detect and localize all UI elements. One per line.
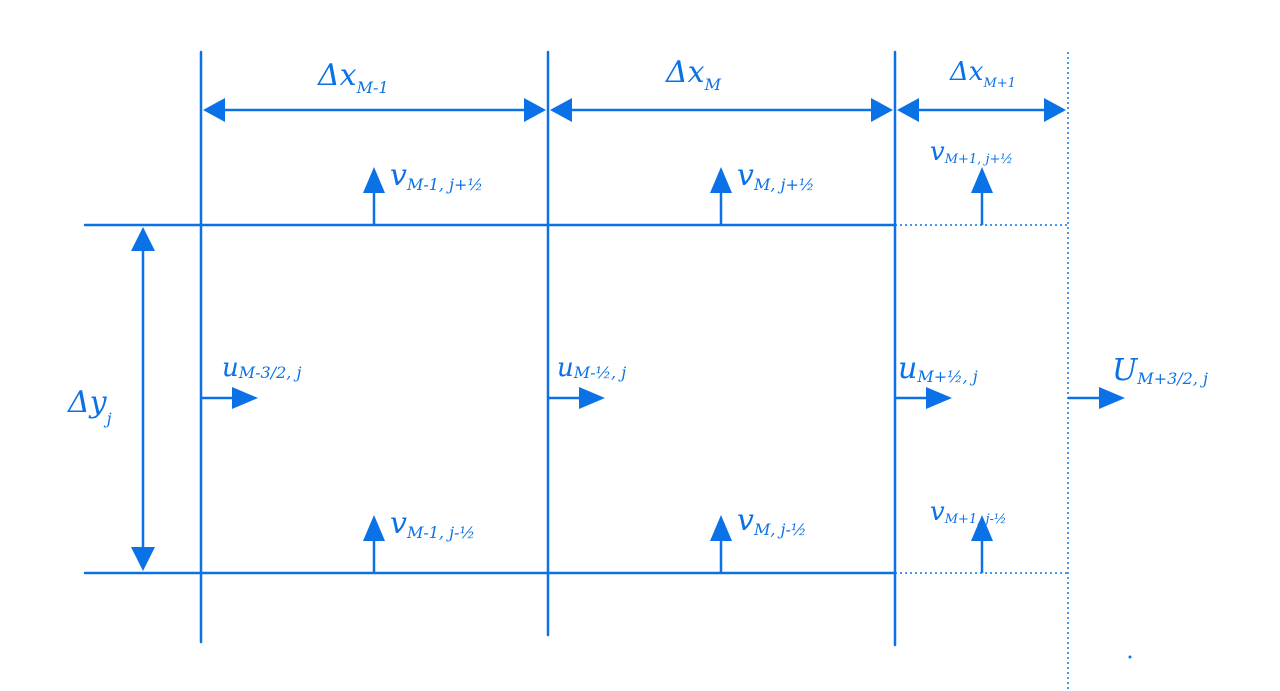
v-arrow-m-bottom xyxy=(710,515,732,573)
label-u-m-plus-3-2: UM+3/2, j xyxy=(1112,353,1208,388)
label-u-m-minus-3-2: uM-3/2, j xyxy=(222,353,301,383)
label-v-m-plus-1-bottom: vM+1, j-½ xyxy=(930,497,1006,527)
u-arrow-m-minus-3-2 xyxy=(201,387,258,409)
dy-j-arrow xyxy=(131,227,155,571)
dx-m-plus-1-arrow xyxy=(897,98,1066,122)
v-arrow-m-minus-1-top xyxy=(363,167,385,225)
dx-m-minus-1-arrow xyxy=(203,98,546,122)
label-dx-m: ΔxM xyxy=(665,55,722,94)
label-u-m-minus-1-2: uM-½, j xyxy=(557,353,626,383)
label-dy-j: Δyj xyxy=(67,385,112,428)
v-arrow-m-plus-1-bottom xyxy=(971,515,993,573)
label-v-m-minus-1-bottom: vM-1, j-½ xyxy=(390,506,475,542)
label-dx-m-plus-1: ΔxM+1 xyxy=(949,57,1016,91)
v-arrow-m-top xyxy=(710,167,732,225)
label-v-m-bottom: vM, j-½ xyxy=(737,503,806,539)
label-v-m-minus-1-top: vM-1, j+½ xyxy=(390,158,483,194)
dx-m-arrow xyxy=(550,98,893,122)
u-arrow-m-minus-1-2 xyxy=(548,387,605,409)
stray-dot xyxy=(1128,655,1132,659)
v-arrow-m-plus-1-top xyxy=(971,167,993,225)
v-arrow-m-minus-1-bottom xyxy=(363,515,385,573)
label-v-m-top: vM, j+½ xyxy=(737,158,814,194)
u-arrow-m-plus-3-2 xyxy=(1068,387,1125,409)
label-v-m-plus-1-top: vM+1, j+½ xyxy=(930,137,1013,167)
label-u-m-plus-1-2: uM+½, j xyxy=(898,351,978,386)
label-dx-m-minus-1: ΔxM-1 xyxy=(317,58,389,97)
u-arrow-m-plus-1-2 xyxy=(895,387,952,409)
